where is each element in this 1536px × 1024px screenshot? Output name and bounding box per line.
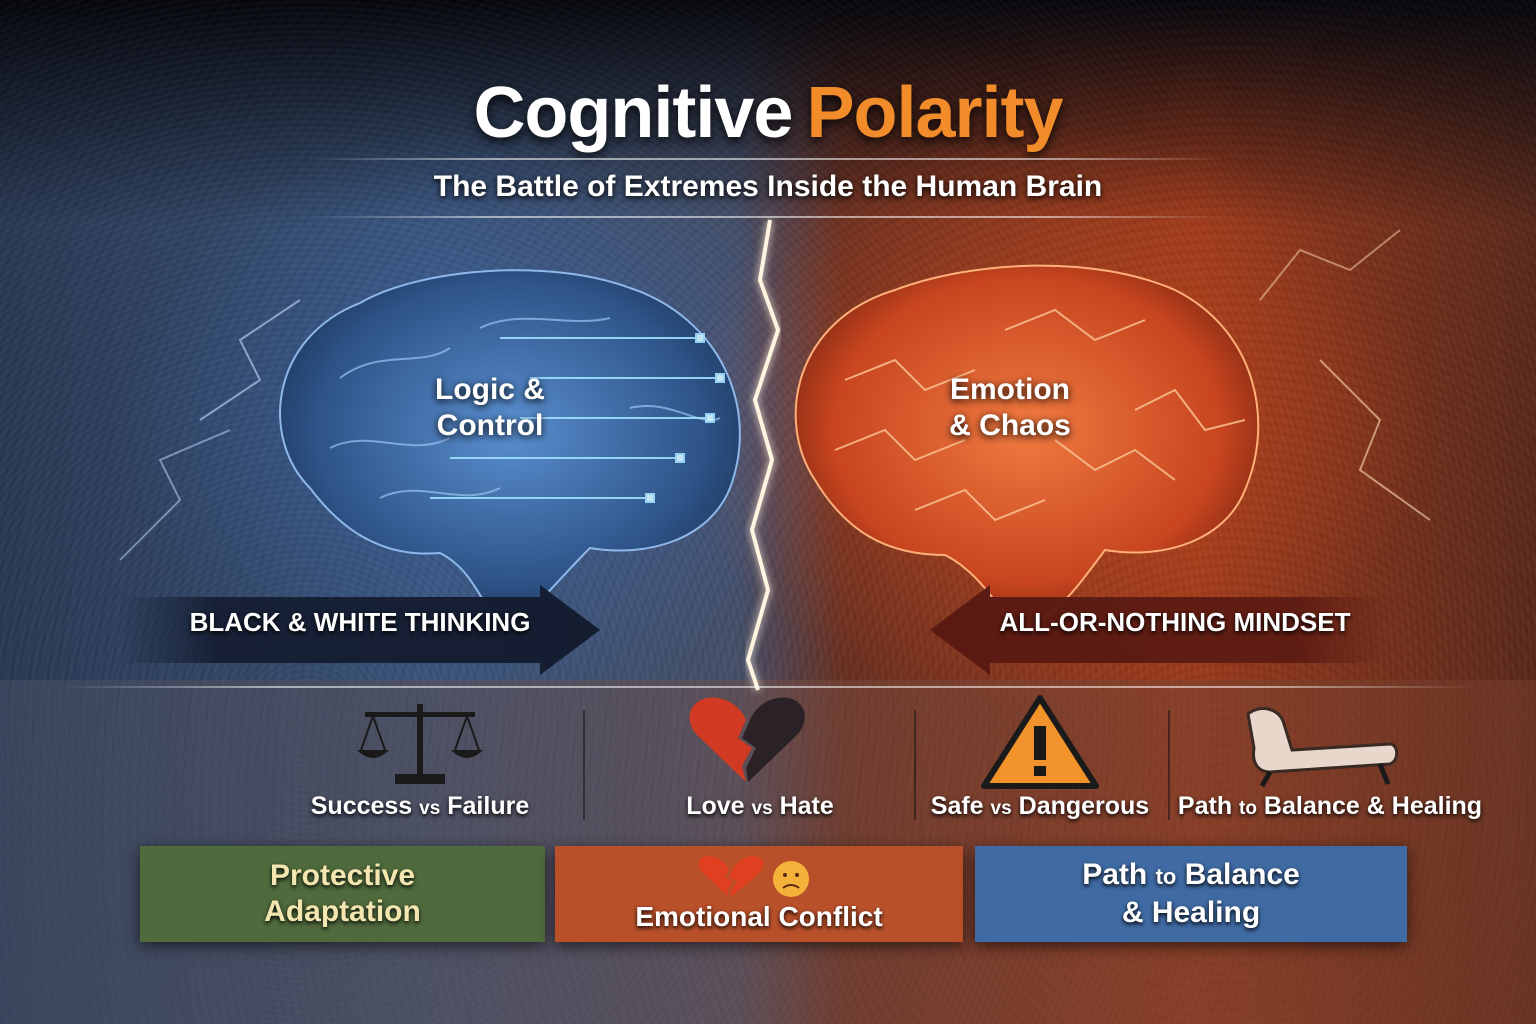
right-brain-label: Emotion & Chaos xyxy=(915,372,1105,444)
broken-heart-icon xyxy=(689,697,805,782)
title-word-polarity: Polarity xyxy=(806,73,1063,153)
title-word-cognitive: Cognitive xyxy=(473,73,793,153)
protective-adaptation-line2: Adaptation xyxy=(264,895,421,928)
column-separator-3 xyxy=(1168,710,1170,820)
path-to-balance-line2: & Healing xyxy=(1121,896,1261,929)
item-label-success-vs-failure: Success vs Failure xyxy=(310,792,530,820)
column-separator-1 xyxy=(583,710,585,820)
left-brain-label-line1: Logic & xyxy=(435,373,545,406)
broken-heart-sad-face-icon xyxy=(698,856,809,897)
column-separator-2 xyxy=(914,710,916,820)
path-to-balance-box: Path to Balance & Healing xyxy=(975,846,1407,942)
right-pointing-arrow-icon xyxy=(120,585,600,675)
red-brain-illustration xyxy=(794,264,1260,632)
right-brain-label-line2: & Chaos xyxy=(949,409,1071,442)
item-label-love-vs-hate: Love vs Hate xyxy=(686,792,834,820)
left-arrow-label: BLACK & WHITE THINKING xyxy=(189,606,531,637)
title-rule-top xyxy=(310,158,1226,160)
left-brain-label: Logic & Control xyxy=(400,372,580,444)
title-rule-bottom xyxy=(310,216,1226,218)
emotional-conflict-box: Emotional Conflict xyxy=(555,846,963,942)
page-subtitle: The Battle of Extremes Inside the Human … xyxy=(433,170,1103,203)
protective-adaptation-box: Protective Adaptation xyxy=(140,846,545,942)
right-brain-label-line1: Emotion xyxy=(950,373,1070,406)
blue-brain-illustration xyxy=(279,269,741,630)
right-arrow-label: ALL-OR-NOTHING MINDSET xyxy=(999,606,1351,637)
emotional-conflict-label: Emotional Conflict xyxy=(635,901,883,932)
protective-adaptation-line1: Protective xyxy=(269,859,416,892)
item-label-path-to-balance: Path to Balance & Healing xyxy=(1177,792,1483,820)
section-divider xyxy=(60,686,1476,688)
scales-icon xyxy=(357,704,483,784)
left-brain-label-line2: Control xyxy=(436,409,544,442)
left-pointing-arrow-icon xyxy=(930,585,1390,675)
couch-icon xyxy=(1246,707,1399,788)
path-to-balance-line1: Path to Balance xyxy=(1082,858,1300,891)
warning-icon xyxy=(981,695,1099,789)
item-label-safe-vs-dangerous: Safe vs Dangerous xyxy=(930,792,1150,820)
